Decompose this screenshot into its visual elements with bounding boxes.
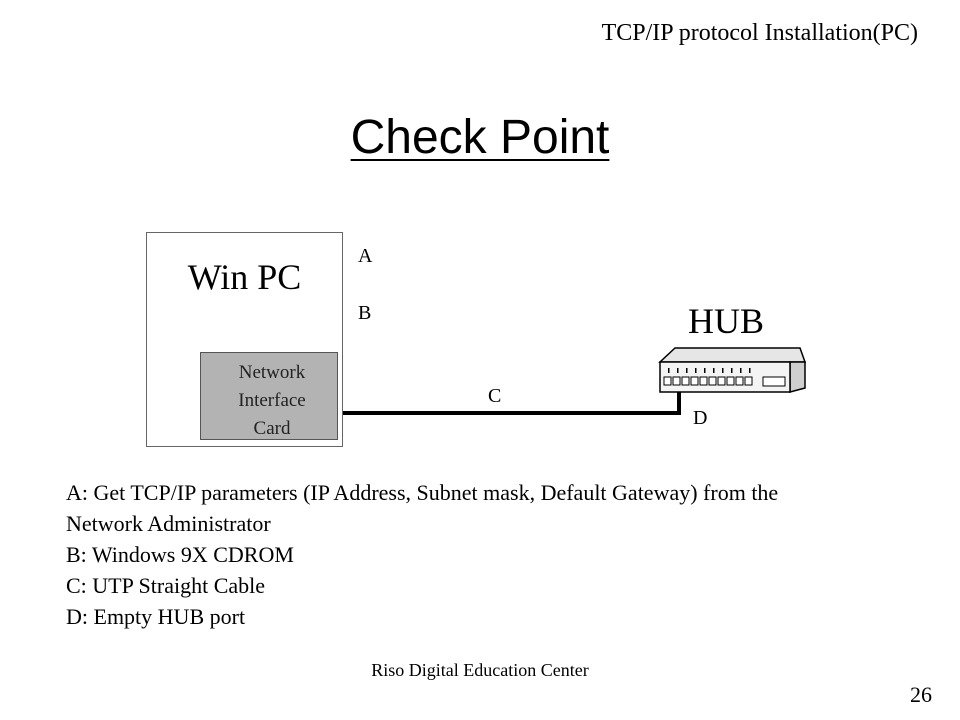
nic-box: [200, 352, 338, 440]
nic-label-line: Interface: [238, 390, 306, 411]
legend-line: Network Administrator: [66, 511, 271, 536]
header-title: TCP/IP protocol Installation(PC): [601, 20, 918, 46]
nic-label: Network Interface Card: [200, 359, 344, 443]
label-c: C: [488, 385, 502, 407]
hub-device-icon: [658, 347, 807, 393]
footer-org: Riso Digital Education Center: [371, 660, 589, 680]
legend: A: Get TCP/IP parameters (IP Address, Su…: [66, 477, 946, 632]
label-b: B: [358, 302, 372, 324]
label-a: A: [358, 245, 373, 267]
utp-cable: [338, 380, 681, 415]
nic-label-line: Network: [238, 362, 306, 383]
label-d: D: [693, 407, 708, 429]
hub-uplink-port: [762, 376, 786, 387]
hub-label: HUB: [688, 301, 765, 341]
hub-port-row: [663, 376, 753, 386]
pc-label: Win PC: [187, 257, 302, 297]
slide-title: Check Point: [350, 111, 610, 164]
legend-line: C: UTP Straight Cable: [66, 573, 266, 598]
legend-line: B: Windows 9X CDROM: [66, 542, 294, 567]
page-number: 26: [910, 682, 932, 707]
hub-side-face: [789, 361, 806, 393]
legend-line: A: Get TCP/IP parameters (IP Address, Su…: [66, 480, 779, 505]
hub-led-row: [668, 368, 751, 373]
legend-line: D: Empty HUB port: [66, 604, 246, 629]
hub-top-face: [658, 347, 807, 363]
nic-label-line: Card: [253, 418, 291, 439]
